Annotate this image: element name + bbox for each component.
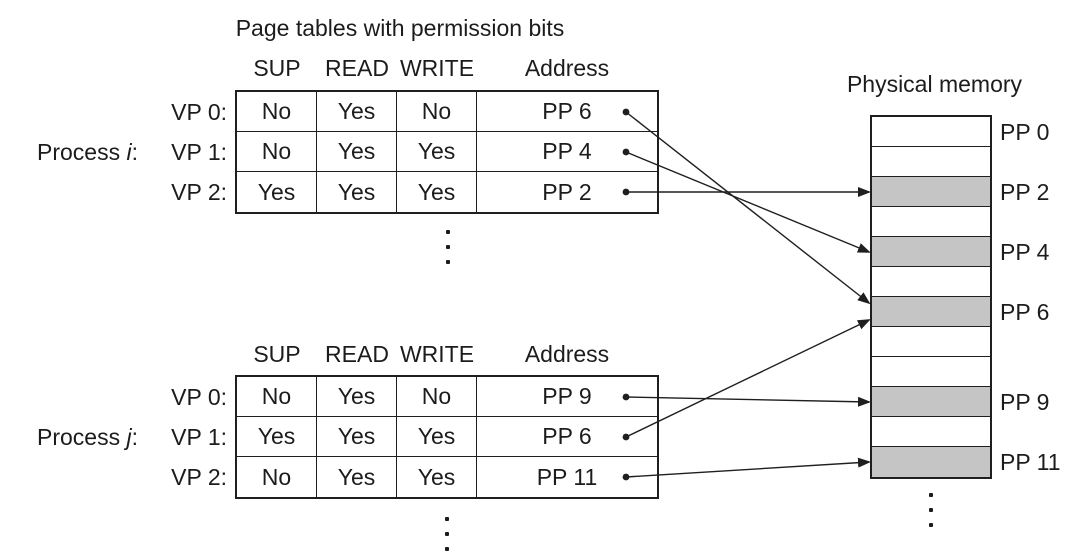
pte-i-vp0-sup: No [237, 92, 317, 132]
pte-j-vp2-write: Yes [397, 457, 477, 497]
memory-block [872, 417, 990, 447]
pte-j-vp1-sup: Yes [237, 417, 317, 457]
memory-block-pp6 [872, 297, 990, 327]
pte-j-vp1-address: PP 6 [477, 417, 657, 457]
pte-i-vp1-read: Yes [317, 132, 397, 172]
ellipsis-icon [445, 517, 449, 551]
memory-block-pp2 [872, 177, 990, 207]
pte-i-vp2-read: Yes [317, 172, 397, 212]
column-headers: SUP READ WRITE Address [237, 55, 657, 82]
column-header-sup: SUP [253, 341, 301, 367]
mapping-arrow-j-vp1-to-pp6 [625, 319, 871, 438]
process-label-suffix: : [131, 424, 138, 450]
pte-j-vp0-write: No [397, 377, 477, 417]
vp-label: VP 2: [171, 179, 227, 205]
pte-i-vp1-sup: No [237, 132, 317, 172]
process-label-prefix: Process [37, 424, 121, 450]
memory-block-label: PP 9 [1000, 389, 1050, 415]
process-name-italic: j [126, 424, 132, 450]
pte-j-vp1-read: Yes [317, 417, 397, 457]
process-label-i: Process i: [0, 139, 138, 165]
mapping-arrow-i-vp0-to-pp6 [625, 111, 871, 305]
pte-i-vp2-address: PP 2 [542, 178, 592, 205]
pte-i-vp0-read: Yes [317, 92, 397, 132]
process-label-suffix: : [131, 139, 138, 165]
pte-i-vp1-address: PP 4 [477, 132, 657, 172]
memory-block [872, 267, 990, 297]
process-label-j: Process j: [0, 424, 138, 450]
memory-block-pp9 [872, 387, 990, 417]
physical-memory-stack [870, 115, 992, 479]
pte-i-vp1-write: Yes [397, 132, 477, 172]
memory-block-pp4 [872, 237, 990, 267]
memory-block-pp0 [872, 117, 990, 147]
memory-block [872, 207, 990, 237]
vp-label: VP 1: [171, 139, 227, 165]
mapping-arrow-j-vp0-to-pp9 [625, 396, 871, 407]
ellipsis-icon [446, 230, 450, 264]
pte-i-vp2-sup: Yes [237, 172, 317, 212]
memory-block-label: PP 2 [1000, 179, 1050, 205]
memory-block-label: PP 11 [1000, 449, 1061, 475]
pte-j-vp2-sup: No [237, 457, 317, 497]
memory-block [872, 357, 990, 387]
figure-title: Page tables with permission bits [235, 15, 565, 41]
memory-block [872, 147, 990, 177]
pte-i-vp0-write: No [397, 92, 477, 132]
vp-label: VP 2: [171, 464, 227, 490]
pte-j-vp0-address: PP 9 [477, 377, 657, 417]
ellipsis-icon [929, 493, 933, 527]
mapping-arrow-j-vp2-to-pp11 [625, 457, 871, 478]
column-header-write: WRITE [399, 341, 475, 367]
column-headers: SUP READ WRITE Address [237, 341, 657, 368]
pte-j-vp2-address: PP 11 [536, 463, 598, 490]
column-header-read: READ [325, 55, 389, 81]
mapping-arrow-i-vp1-to-pp4 [625, 151, 871, 253]
pte-j-vp0-sup: No [237, 377, 317, 417]
memory-block-label: PP 6 [1000, 299, 1050, 325]
process-name-italic: i [126, 139, 132, 165]
column-header-address: Address [524, 55, 610, 81]
pte-i-vp0-address: PP 6 [477, 92, 657, 132]
column-header-address: Address [524, 341, 610, 367]
memory-block-label: PP 4 [1000, 239, 1050, 265]
vp-label: VP 1: [171, 424, 227, 450]
memory-block [872, 327, 990, 357]
physical-memory-title: Physical memory [846, 71, 1023, 97]
vp-label: VP 0: [171, 99, 227, 125]
column-header-sup: SUP [253, 55, 301, 81]
process-label-prefix: Process [37, 139, 121, 165]
memory-block-pp11 [872, 447, 990, 477]
pte-j-vp0-read: Yes [317, 377, 397, 417]
column-header-write: WRITE [399, 55, 475, 81]
pte-j-vp1-write: Yes [397, 417, 477, 457]
pte-i-vp2-write: Yes [397, 172, 477, 212]
memory-block-label: PP 0 [1000, 119, 1050, 145]
vp-label: VP 0: [171, 384, 227, 410]
column-header-read: READ [325, 341, 389, 367]
pte-j-vp2-read: Yes [317, 457, 397, 497]
